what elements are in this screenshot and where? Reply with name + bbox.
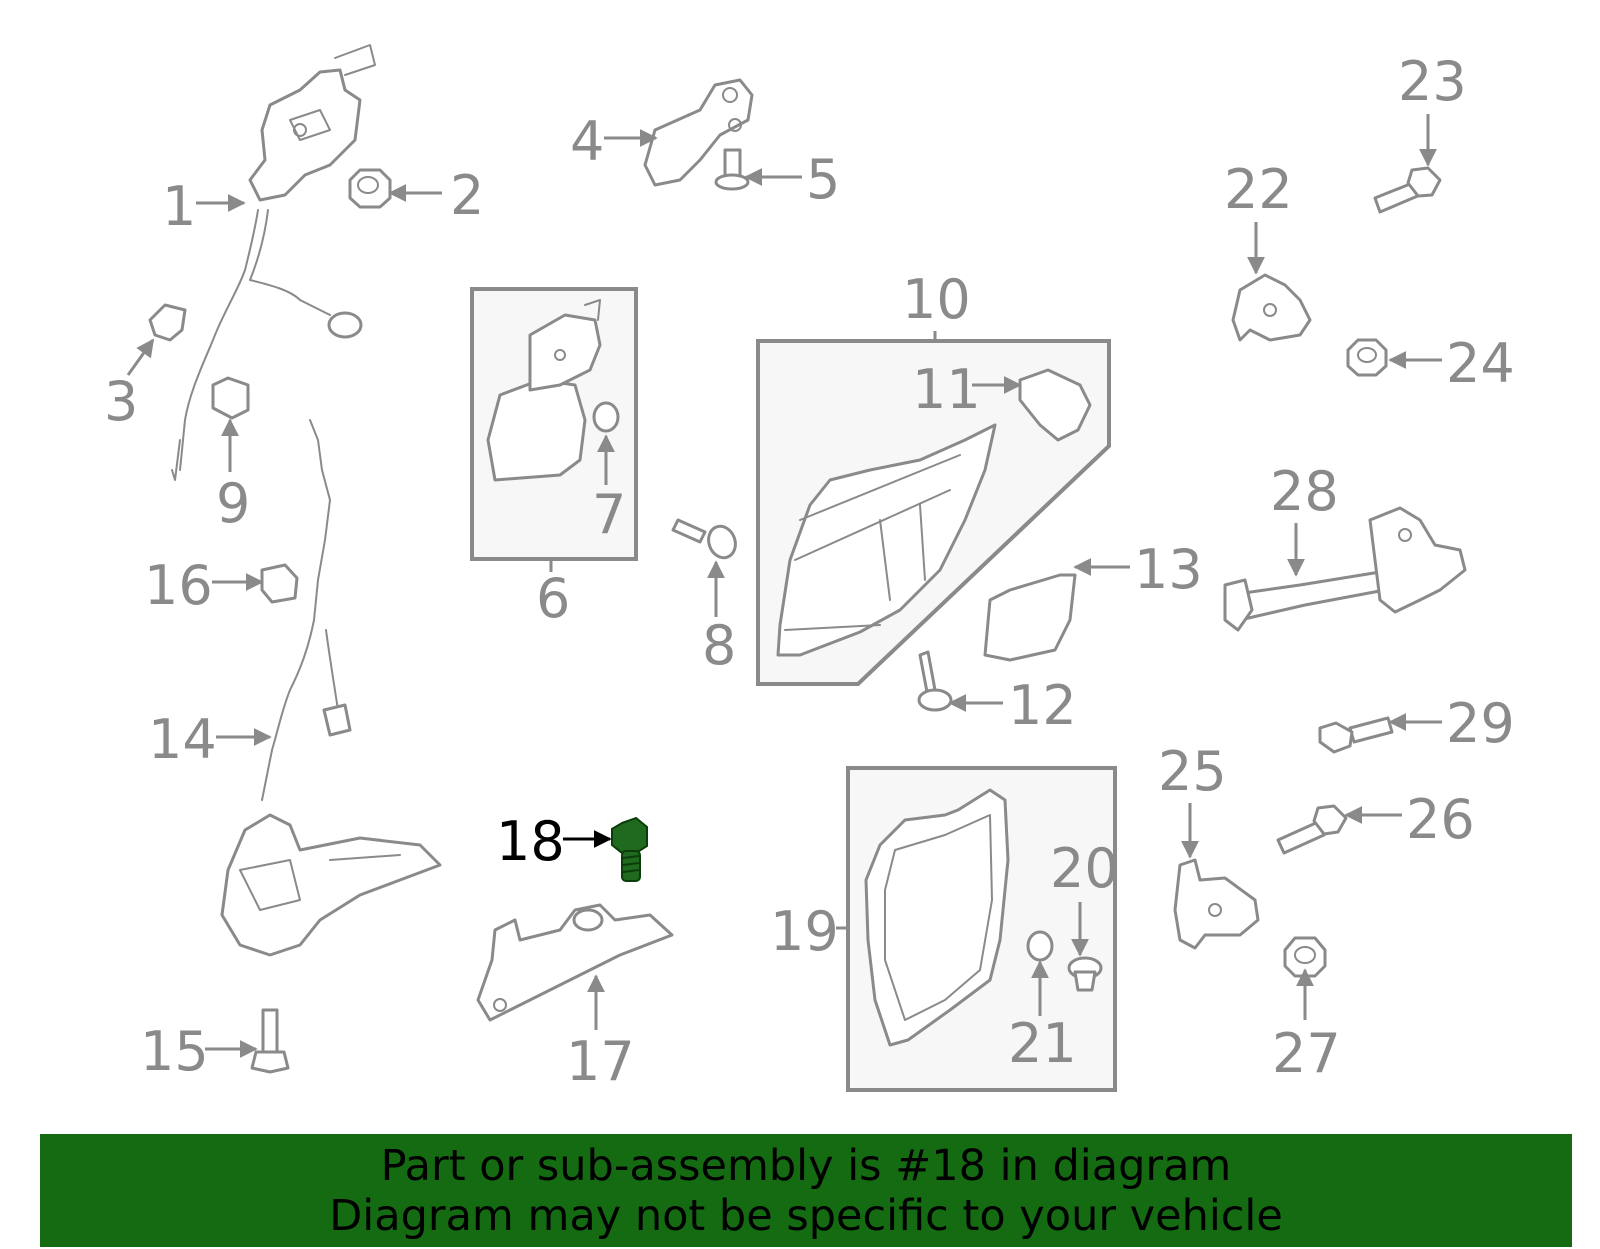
info-banner: Part or sub-assembly is #18 in diagram D… <box>40 1134 1572 1247</box>
part-24-nut <box>1346 338 1388 377</box>
callout-labels: 1 2 3 4 5 6 7 8 9 10 11 12 13 14 15 16 1… <box>104 50 1515 1093</box>
callout-16[interactable]: 16 <box>144 554 213 617</box>
part-16-connector <box>260 563 299 604</box>
callout-5[interactable]: 5 <box>806 148 840 211</box>
part-9-bracket <box>211 376 250 420</box>
callout-7[interactable]: 7 <box>592 483 626 546</box>
part-7-grommet <box>592 401 620 433</box>
part-28-door-check <box>1223 506 1467 632</box>
callout-27[interactable]: 27 <box>1272 1022 1341 1085</box>
part-14-latch-assembly <box>220 419 442 957</box>
callout-22[interactable]: 22 <box>1224 158 1293 221</box>
callout-3[interactable]: 3 <box>104 370 138 433</box>
callout-6[interactable]: 6 <box>536 567 570 630</box>
callout-21[interactable]: 21 <box>1008 1012 1077 1075</box>
callout-17[interactable]: 17 <box>566 1030 635 1093</box>
part-26-bolt <box>1276 804 1348 855</box>
banner-line-2: Diagram may not be specific to your vehi… <box>329 1190 1283 1241</box>
part-10-inner-panel <box>776 423 997 657</box>
callout-8[interactable]: 8 <box>702 614 736 677</box>
part-4-bracket <box>643 78 754 187</box>
callout-2[interactable]: 2 <box>450 164 484 227</box>
part-19-seal <box>864 788 1010 1047</box>
part-2-nut <box>348 168 392 209</box>
callout-1[interactable]: 1 <box>162 175 196 238</box>
part-1-door-latch-assembly <box>171 44 376 481</box>
callout-15[interactable]: 15 <box>140 1020 209 1083</box>
callout-28[interactable]: 28 <box>1270 460 1339 523</box>
part-6-lock-actuator <box>486 299 602 482</box>
callout-26[interactable]: 26 <box>1406 788 1475 851</box>
callout-19[interactable]: 19 <box>770 900 839 963</box>
callout-29[interactable]: 29 <box>1446 692 1515 755</box>
part-21-washer <box>1026 930 1054 962</box>
leader-lines <box>126 114 1442 1058</box>
part-27-nut <box>1283 936 1327 978</box>
callout-10[interactable]: 10 <box>902 268 971 331</box>
part-15-bolt <box>250 1008 290 1074</box>
part-11-bracket <box>1018 368 1092 442</box>
part-8-screw <box>671 518 737 560</box>
part-25-hinge <box>1173 858 1260 950</box>
callout-14[interactable]: 14 <box>148 708 217 771</box>
parts-diagram: 1 2 3 4 5 6 7 8 9 10 11 12 13 14 15 16 1… <box>104 44 1515 1093</box>
part-22-hinge <box>1231 273 1312 342</box>
part-23-bolt <box>1373 166 1442 214</box>
part-3-clip <box>148 303 187 342</box>
callout-24[interactable]: 24 <box>1446 332 1515 395</box>
banner-line-1: Part or sub-assembly is #18 in diagram <box>380 1140 1232 1191</box>
callout-12[interactable]: 12 <box>1008 674 1077 737</box>
callout-20[interactable]: 20 <box>1050 837 1119 900</box>
callout-9[interactable]: 9 <box>216 472 250 535</box>
part-13-cover <box>983 573 1077 662</box>
callout-18[interactable]: 18 <box>496 810 565 873</box>
part-17-striker <box>476 903 674 1022</box>
callout-11[interactable]: 11 <box>912 358 981 421</box>
callout-25[interactable]: 25 <box>1158 740 1227 803</box>
part-18-bolt-highlighted <box>611 816 648 882</box>
part-20-clip <box>1067 956 1103 992</box>
callout-23[interactable]: 23 <box>1398 50 1467 113</box>
callout-13[interactable]: 13 <box>1134 538 1203 601</box>
part-29-bolt <box>1318 716 1394 754</box>
part-12-screw <box>917 650 953 712</box>
part-5-pin <box>714 148 750 191</box>
callout-4[interactable]: 4 <box>570 110 604 173</box>
